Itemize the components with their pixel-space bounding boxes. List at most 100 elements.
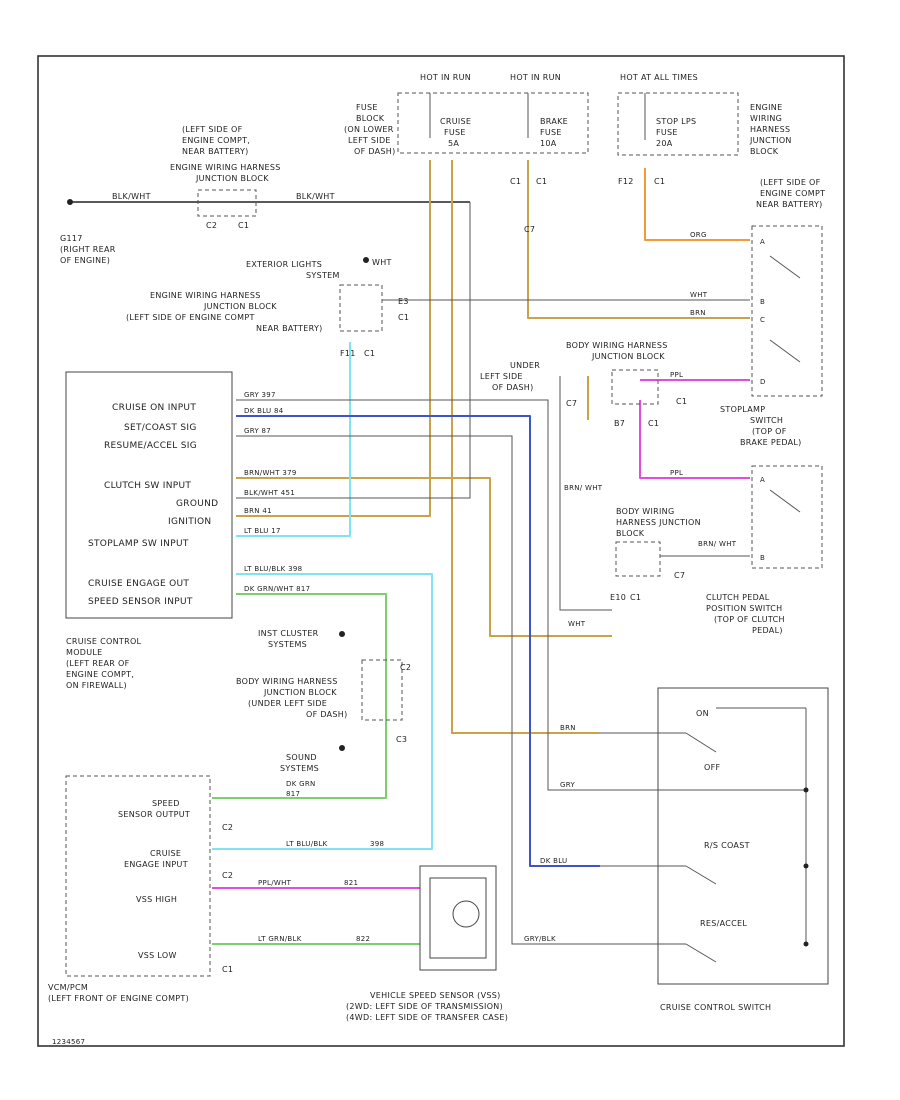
- fuse-block-note-4: LEFT SIDE: [348, 136, 391, 145]
- stoplamp-sw-3: (TOP OF: [752, 427, 787, 436]
- clutch-sw-3: (TOP OF CLUTCH: [714, 615, 785, 624]
- lbl-ppl: PPL: [670, 371, 683, 379]
- pin-a-top: A: [760, 238, 765, 246]
- engine-jb-note-5: BLOCK: [750, 147, 779, 156]
- ejb-left-3: NEAR BATTERY): [182, 147, 249, 156]
- sound-1: SOUND: [286, 753, 317, 762]
- input-ground: GROUND: [176, 499, 218, 509]
- vcm-pin-2: SENSOR OUTPUT: [118, 810, 190, 819]
- ground-loc-2: OF ENGINE): [60, 256, 110, 265]
- wire-brn-ignition: [236, 160, 431, 517]
- switch-name: CRUISE CONTROL SWITCH: [660, 1003, 771, 1012]
- lbl-ltblublk2: LT BLU/BLK: [286, 840, 328, 848]
- sound-2: SYSTEMS: [280, 764, 319, 773]
- body-jb3-3: (UNDER LEFT SIDE: [248, 699, 327, 708]
- cruise-fuse-2: FUSE: [444, 128, 466, 137]
- wire-labels: GRY 397 DK BLU 84 GRY 87 BRN/WHT 379 BLK…: [244, 231, 736, 943]
- pin-f12: F12: [618, 177, 634, 186]
- switch-rs-coast: R/S COAST: [704, 841, 750, 850]
- pin-e10: E10: [610, 593, 626, 602]
- wire-lt-blu-blk: [212, 573, 433, 850]
- pin-c1-g: C1: [654, 177, 665, 186]
- cluster-section: INST CLUSTER SYSTEMS BODY WIRING HARNESS…: [236, 629, 411, 773]
- pin-c3: C3: [396, 735, 407, 744]
- lbl-brnwht379: BRN/WHT 379: [244, 469, 297, 477]
- clutch-switch-outline: [751, 465, 823, 569]
- hot-at-all-times: HOT AT ALL TIMES: [620, 73, 698, 82]
- vcm-c1: C1: [222, 965, 233, 974]
- output-cruise-engage: CRUISE ENGAGE OUT: [88, 579, 189, 589]
- module-name-3: (LEFT REAR OF: [66, 659, 130, 668]
- pin-c1-c: C1: [364, 349, 375, 358]
- wire-brn-switch: [451, 160, 600, 734]
- pin-c1-i: C1: [536, 177, 547, 186]
- body-jb2-3: BLOCK: [616, 529, 645, 538]
- vss-name-2: (2WD: LEFT SIDE OF TRANSMISSION): [346, 1002, 503, 1011]
- under-dash-1: UNDER: [510, 361, 540, 370]
- wire-brn-wht-clutch: [236, 477, 612, 637]
- lbl-brn41: BRN 41: [244, 507, 272, 515]
- lbl-brn-vert: BRN/ WHT: [564, 484, 603, 492]
- ejb-left-5: JUNCTION BLOCK: [195, 174, 269, 183]
- lbl-grnblk-sw: GRY/BLK: [524, 935, 556, 943]
- brake-fuse-3: 10A: [540, 139, 557, 148]
- ground-id: G117: [60, 234, 83, 243]
- engine-jb-note-3: HARNESS: [750, 125, 790, 134]
- stoplamp-sw-1: STOPLAMP: [720, 405, 765, 414]
- fuse-block-outline: [397, 92, 589, 154]
- lbl-ltgrnblk: LT GRN/BLK: [258, 935, 302, 943]
- body-jb3-2: JUNCTION BLOCK: [263, 688, 337, 697]
- wire-org: [644, 168, 750, 241]
- lbl-gry-sw: GRY: [560, 781, 575, 789]
- diagram-frame: [37, 55, 845, 1047]
- pin-b7: B7: [614, 419, 625, 428]
- stoplps-fuse-2: FUSE: [656, 128, 678, 137]
- vcm-pin-5: VSS HIGH: [136, 895, 177, 904]
- module-name-2: MODULE: [66, 648, 103, 657]
- lbl-dkblu84: DK BLU 84: [244, 407, 284, 415]
- input-speed-sensor: SPEED SENSOR INPUT: [88, 597, 193, 607]
- fuse-block-note-3: (ON LOWER: [344, 125, 394, 134]
- stoplamp-sw-4: BRAKE PEDAL): [740, 438, 802, 447]
- cruise-fuse-3: 5A: [448, 139, 459, 148]
- lbl-brn-sw: BRN: [560, 724, 576, 732]
- vcm-c2-a: C2: [222, 823, 233, 832]
- clutch-sw-2: POSITION SWITCH: [706, 604, 783, 613]
- fuse-block-note-5: OF DASH): [354, 147, 396, 156]
- right-switches: A B C D A B: [751, 225, 823, 569]
- input-cruise-on: CRUISE ON INPUT: [112, 403, 196, 413]
- blk-left-label: BLK/WHT: [112, 192, 151, 201]
- under-dash-2: LEFT SIDE: [480, 372, 523, 381]
- input-set-coast: SET/COAST SIG: [124, 423, 197, 433]
- body-jb3-4: OF DASH): [306, 710, 348, 719]
- module-box: [65, 371, 233, 619]
- vss-rotor: [452, 900, 480, 928]
- vss-body: [419, 865, 497, 971]
- pin-e3: E3: [398, 297, 409, 306]
- pin-b-clutch: B: [760, 554, 765, 562]
- vcm-name-1: VCM/PCM: [48, 983, 88, 992]
- lbl-398: 398: [370, 840, 384, 848]
- pin-c2-b: C2: [400, 663, 411, 672]
- body-jb1-outline: [611, 369, 659, 405]
- engine-jb-note-4: JUNCTION: [749, 136, 792, 145]
- wires: [212, 160, 750, 945]
- wire-blk-ground: [236, 202, 471, 499]
- stoplamp-switch-outline: [751, 225, 823, 397]
- switch-off: OFF: [704, 763, 720, 772]
- lbl-dkblu-sw: DK BLU: [540, 857, 567, 865]
- engine-jb-loc-1: (LEFT SIDE OF: [760, 178, 821, 187]
- lbl-org: ORG: [690, 231, 707, 239]
- ejb2-4: NEAR BATTERY): [256, 324, 323, 333]
- ejb2-1: ENGINE WIRING HARNESS: [150, 291, 261, 300]
- input-stoplamp: STOPLAMP SW INPUT: [88, 539, 189, 549]
- wire-brn-brake: [527, 160, 750, 319]
- inst-cluster-1: INST CLUSTER: [258, 629, 319, 638]
- pin-c7-c: C7: [524, 225, 535, 234]
- cruise-control-module: CRUISE ON INPUT SET/COAST SIG RESUME/ACC…: [65, 371, 233, 690]
- body-jb-section: BODY WIRING HARNESS JUNCTION BLOCK UNDER…: [480, 177, 802, 635]
- blk-right-label: BLK/WHT: [296, 192, 335, 201]
- lbl-brn: BRN: [690, 309, 706, 317]
- ext-lights-2: SYSTEM: [306, 271, 340, 280]
- vss-inner: [429, 877, 487, 959]
